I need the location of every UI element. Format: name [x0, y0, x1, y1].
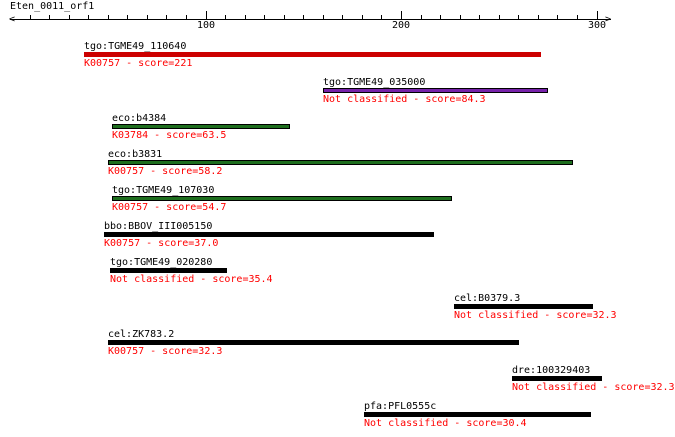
hit-name[interactable]: bbo:BBOV_III005150 — [104, 221, 213, 232]
ruler-minor-tick — [460, 15, 461, 19]
ruler-minor-tick — [577, 15, 578, 19]
ruler-minor-tick — [69, 15, 70, 19]
ruler-left-arrow-icon: < — [9, 14, 16, 25]
hit-name[interactable]: tgo:TGME49_020280 — [110, 257, 213, 268]
hit-score: Not classified - score=32.3 — [454, 310, 617, 321]
ruler-minor-tick — [225, 15, 226, 19]
ruler-minor-tick — [538, 15, 539, 19]
ruler-minor-tick — [479, 15, 480, 19]
ruler-tick-label: 100 — [196, 20, 216, 31]
ruler-minor-tick — [147, 15, 148, 19]
ruler-minor-tick — [245, 15, 246, 19]
hit-name[interactable]: eco:b3831 — [108, 149, 163, 160]
ruler-tick-label: 200 — [391, 20, 411, 31]
hit-name[interactable]: tgo:TGME49_035000 — [323, 77, 426, 88]
ruler-minor-tick — [108, 15, 109, 19]
ruler-minor-tick — [186, 15, 187, 19]
hit-bar[interactable] — [364, 412, 591, 417]
hit-score: K00757 - score=221 — [84, 58, 193, 69]
hit-name[interactable]: cel:B0379.3 — [454, 293, 521, 304]
alignment-diagram: Eten_0011_orf1 < > 100 200 300 tgo:TGME49_… — [9, 1, 675, 429]
query-title: Eten_0011_orf1 — [10, 1, 95, 12]
ruler-minor-tick — [264, 15, 265, 19]
ruler-major-tick — [206, 11, 207, 19]
ruler-major-tick — [401, 11, 402, 19]
ruler-minor-tick — [557, 15, 558, 19]
ruler-minor-tick — [499, 15, 500, 19]
hit-score: K00757 - score=54.7 — [112, 202, 227, 213]
hit-bar[interactable] — [108, 160, 573, 165]
hit-bar[interactable] — [104, 232, 434, 237]
hit-score: K00757 - score=32.3 — [108, 346, 223, 357]
ruler-minor-tick — [381, 15, 382, 19]
ruler-minor-tick — [303, 15, 304, 19]
ruler-minor-tick — [362, 15, 363, 19]
hit-name[interactable]: tgo:TGME49_110640 — [84, 41, 187, 52]
hit-score: K00757 - score=58.2 — [108, 166, 223, 177]
hit-name[interactable]: pfa:PFL0555c — [364, 401, 437, 412]
ruler-minor-tick — [440, 15, 441, 19]
ruler-minor-tick — [284, 15, 285, 19]
ruler-minor-tick — [88, 15, 89, 19]
hit-bar[interactable] — [112, 196, 452, 201]
hit-bar[interactable] — [112, 124, 290, 129]
hit-bar[interactable] — [454, 304, 593, 309]
hit-score: K03784 - score=63.5 — [112, 130, 227, 141]
hit-bar[interactable] — [84, 52, 541, 57]
ruler-minor-tick — [30, 15, 31, 19]
hit-bar[interactable] — [323, 88, 548, 93]
ruler-minor-tick — [127, 15, 128, 19]
ruler-minor-tick — [166, 15, 167, 19]
ruler-tick-label: 300 — [587, 20, 607, 31]
ruler-minor-tick — [323, 15, 324, 19]
hit-name[interactable]: dre:100329403 — [512, 365, 591, 376]
hit-score: Not classified - score=35.4 — [110, 274, 273, 285]
ruler-right-arrow-icon: > — [605, 14, 612, 25]
hit-bar[interactable] — [110, 268, 227, 273]
ruler-minor-tick — [518, 15, 519, 19]
ruler-minor-tick — [421, 15, 422, 19]
hit-name[interactable]: cel:ZK783.2 — [108, 329, 175, 340]
hit-name[interactable]: tgo:TGME49_107030 — [112, 185, 215, 196]
hit-name[interactable]: eco:b4384 — [112, 113, 167, 124]
ruler-axis — [10, 19, 611, 20]
ruler-minor-tick — [49, 15, 50, 19]
hit-bar[interactable] — [512, 376, 602, 381]
hit-score: Not classified - score=30.4 — [364, 418, 527, 429]
ruler-minor-tick — [342, 15, 343, 19]
hit-score: K00757 - score=37.0 — [104, 238, 219, 249]
ruler-major-tick — [597, 11, 598, 19]
hit-score: Not classified - score=32.3 — [512, 382, 675, 393]
hit-score: Not classified - score=84.3 — [323, 94, 486, 105]
hit-bar[interactable] — [108, 340, 519, 345]
